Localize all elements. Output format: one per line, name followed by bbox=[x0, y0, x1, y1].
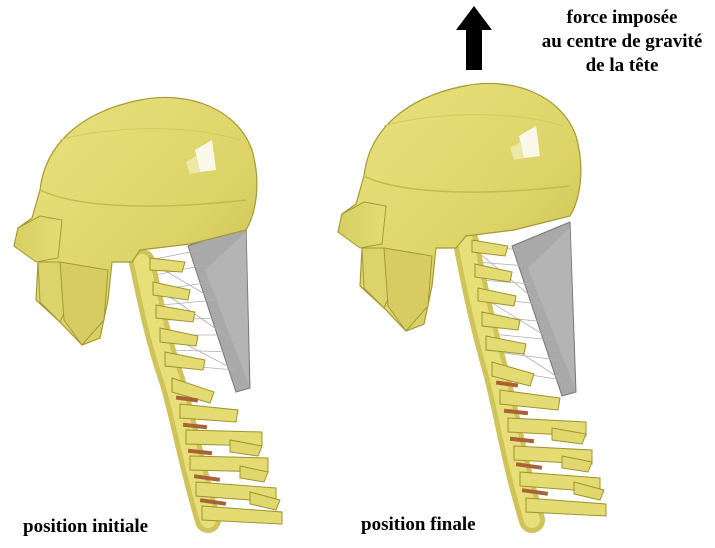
head-neck-model-initial bbox=[14, 97, 282, 524]
force-line-3: de la tête bbox=[532, 54, 712, 78]
force-annotation: force imposée au centre de gravité de la… bbox=[532, 6, 712, 78]
caption-initial-position: position initiale bbox=[23, 516, 148, 538]
caption-final-position: position finale bbox=[361, 514, 476, 536]
head-neck-model-final bbox=[338, 83, 606, 520]
force-line-2: au centre de gravité bbox=[532, 30, 712, 54]
up-arrow-icon bbox=[456, 6, 492, 70]
force-line-1: force imposée bbox=[532, 6, 712, 30]
